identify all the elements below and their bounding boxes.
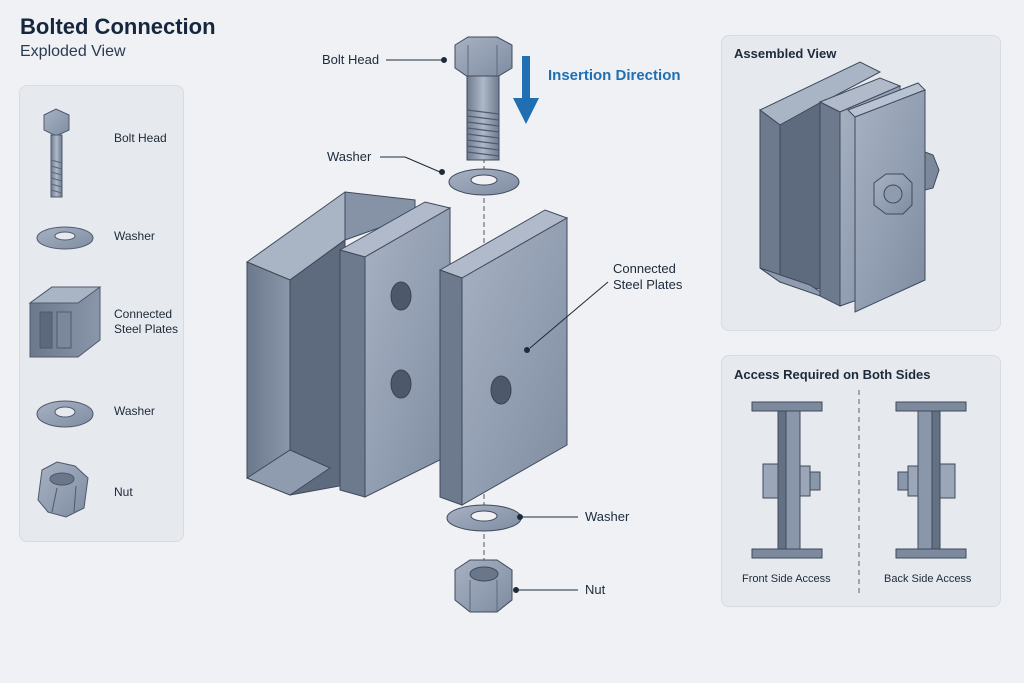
access-panel-title: Access Required on Both Sides (734, 367, 931, 382)
callout-washer-top: Washer (327, 149, 372, 164)
insertion-arrow (513, 56, 539, 124)
callout-leaders (380, 57, 609, 593)
back-access-section (895, 401, 967, 559)
legend-label-bolt-head: Bolt Head (114, 131, 167, 145)
main-bolt (454, 36, 513, 161)
callout-connected-plates: Connected Steel Plates (613, 261, 683, 292)
legend-label-washer-1: Washer (114, 229, 155, 243)
main-nut (454, 559, 513, 613)
callout-nut: Nut (585, 582, 606, 597)
assembled-connection (759, 61, 940, 313)
assembled-view-title: Assembled View (734, 46, 837, 61)
legend-steel-plates-icon (28, 286, 102, 358)
page-title: Bolted Connection (20, 14, 216, 39)
main-plate-left (338, 201, 452, 498)
back-side-access-label: Back Side Access (884, 573, 972, 585)
page-subtitle: Exploded View (20, 43, 126, 60)
main-washer-top (448, 168, 520, 196)
front-access-section (751, 401, 823, 559)
insertion-direction-label: Insertion Direction (548, 67, 681, 84)
callout-bolt-head: Bolt Head (322, 52, 380, 67)
legend-label-nut: Nut (114, 485, 133, 499)
legend-washer-icon-2 (36, 400, 94, 428)
legend-label-washer-2: Washer (114, 404, 155, 418)
legend-bolt-icon (43, 108, 70, 198)
legend-washer-icon-1 (36, 226, 94, 250)
callout-washer-bottom: Washer (585, 509, 630, 524)
main-channel-section (245, 191, 416, 496)
main-washer-bottom (446, 504, 522, 532)
front-side-access-label: Front Side Access (742, 573, 831, 585)
main-plate-right (438, 209, 569, 506)
legend-nut-icon (37, 461, 89, 518)
legend-label-steel-plates: Connected Steel Plates (114, 307, 179, 336)
